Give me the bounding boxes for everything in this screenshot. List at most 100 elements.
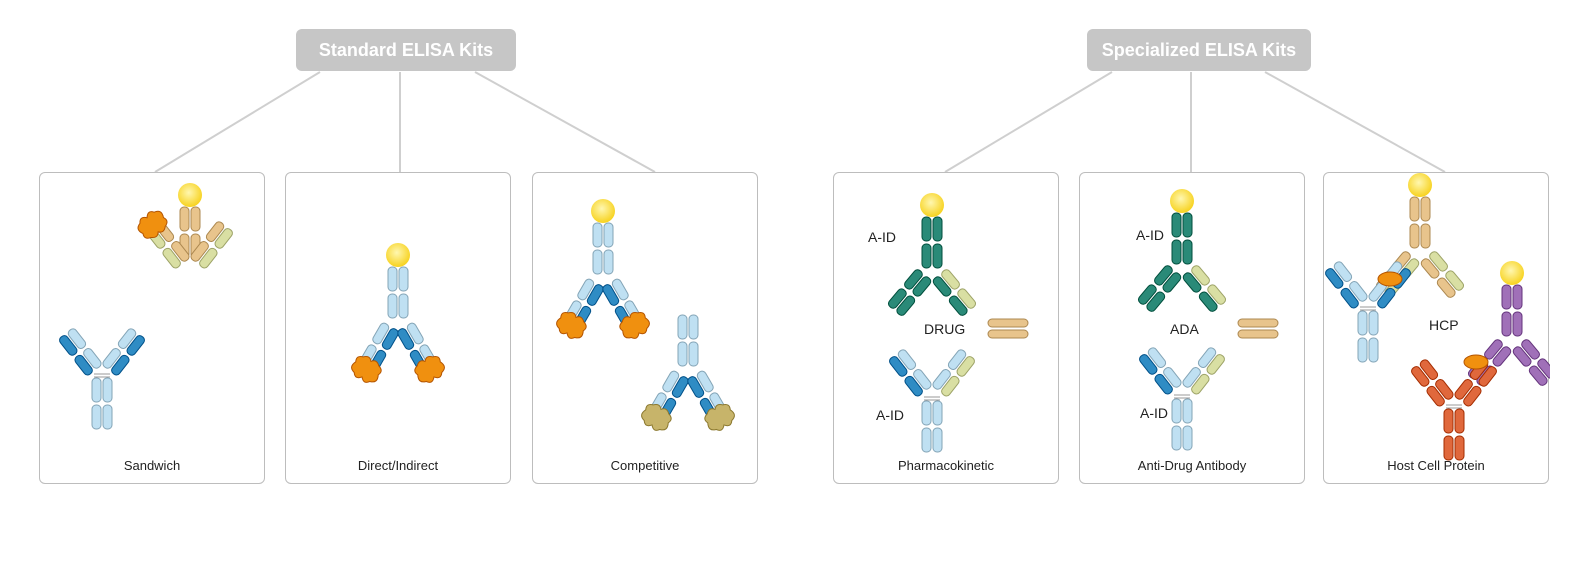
antigen-icon (641, 403, 672, 431)
antibody-domain (1420, 223, 1431, 249)
antigen-icon (556, 311, 587, 339)
detection-antibody (677, 314, 699, 367)
antibody-arm (1139, 347, 1182, 395)
antibody-label: A-ID (876, 407, 904, 423)
antibody-domain (1171, 398, 1182, 424)
antibody-domain (1139, 354, 1158, 375)
antibody-stem (1357, 306, 1379, 363)
detection-antibody (1408, 173, 1432, 249)
antibody-arm (889, 349, 932, 397)
antibody-domain (1333, 261, 1353, 282)
antibody-domain (677, 341, 688, 367)
antibody-domain (1512, 311, 1523, 337)
antibody-domain (1478, 366, 1497, 387)
antibody-domain (1429, 251, 1448, 272)
antibody-domain (1197, 347, 1217, 368)
antibody-domain (117, 328, 137, 349)
antibody-domain (1420, 258, 1440, 279)
antibody-domain (102, 404, 113, 430)
antibody-domain (1357, 337, 1368, 363)
detection-antibody (1500, 261, 1524, 337)
antibody-domain (1409, 223, 1420, 249)
antibody-domain (387, 266, 398, 292)
antibody-domain (887, 288, 907, 309)
antibody-arm (1411, 359, 1454, 407)
panel-caption: Anti-Drug Antibody (1137, 458, 1247, 473)
antibody-domain (1171, 239, 1182, 265)
panel-anti-drug-antibody: A-ID ADA A-ID Anti-Drug Antibody (1079, 172, 1305, 484)
ada-label: ADA (1170, 321, 1199, 337)
antibody-domain (1182, 239, 1193, 265)
antibody-domain (1340, 287, 1359, 309)
antibody-domain (687, 376, 705, 398)
connector-line (1264, 71, 1446, 173)
antibody-domain (190, 206, 201, 232)
antibody-domain (932, 276, 952, 297)
antibody-domain (1182, 212, 1193, 238)
panel-pharmacokinetic: A-ID DRUG A-ID Pharmacokinetic (833, 172, 1059, 484)
antibody-domain (205, 221, 225, 242)
antibody-domain (381, 328, 399, 350)
antibody-domain (372, 322, 390, 345)
antibody-domain (1162, 272, 1182, 293)
antibody-domain (611, 278, 629, 301)
drug-molecule (987, 318, 1029, 328)
antibody-domain (1182, 367, 1201, 388)
anti-drug-antibody-assay-illustration (1137, 189, 1279, 451)
antibody-domain (1419, 359, 1439, 380)
antibody-domain (1420, 196, 1431, 222)
antibody-domain (1512, 346, 1532, 367)
antibody-domain (74, 354, 93, 376)
antibody-domain (1182, 398, 1193, 424)
antibody-domain (1171, 425, 1182, 451)
antibody-domain (387, 293, 398, 319)
antibody-domain (1512, 284, 1523, 310)
antibody-domain (1454, 435, 1465, 461)
drug-label: DRUG (924, 321, 966, 337)
panel-sandwich: Sandwich (39, 172, 265, 484)
specialized-kits-title: Specialized ELISA Kits (1087, 29, 1311, 71)
antibody-domain (586, 284, 604, 306)
antibody-stem (91, 373, 113, 430)
antibody-domain (1182, 425, 1193, 451)
antibody-domain (577, 278, 595, 301)
sandwich-assay-illustration (59, 183, 233, 430)
antibody-arm (687, 370, 735, 431)
antibody-arm (59, 328, 102, 376)
antibody-domain (921, 216, 932, 242)
antibody-arm (1182, 265, 1227, 312)
antibody-domain (941, 269, 960, 290)
antibody-domain (1198, 291, 1218, 312)
antibody-domain (904, 375, 923, 397)
antibody-domain (932, 427, 943, 453)
antibody-stem (1443, 404, 1465, 461)
antibody-domain (1409, 196, 1420, 222)
antibody-arm (887, 269, 932, 316)
antibody-domain (1521, 339, 1540, 360)
antibody-domain (1443, 408, 1454, 434)
enzyme-label-icon (178, 183, 202, 207)
panel-competitive: Competitive (532, 172, 758, 484)
antibody-domain (1528, 365, 1548, 386)
antibody-domain (398, 293, 409, 319)
antibody-domain (592, 249, 603, 275)
antibody-domain (956, 356, 975, 377)
antibody-domain (67, 328, 87, 349)
enzyme-label-icon (591, 199, 615, 223)
antibody-domain (921, 427, 932, 453)
detection-antibody (1170, 189, 1194, 265)
antibody-domain (1137, 284, 1157, 305)
hcp-label: HCP (1429, 317, 1459, 333)
antibody-domain (1501, 311, 1512, 337)
antibody-domain (677, 314, 688, 340)
antibody-stem (921, 396, 943, 453)
antibody-domain (1537, 358, 1550, 379)
antibody-arm (397, 322, 445, 383)
antibody-label: A-ID (1140, 405, 1168, 421)
antibody-domain (179, 206, 190, 232)
antibody-domain (1492, 346, 1512, 367)
antibody-domain (1154, 373, 1173, 395)
antibody-domain (1435, 379, 1454, 400)
antibody-icon (1411, 359, 1497, 461)
antibody-domain (904, 269, 923, 290)
